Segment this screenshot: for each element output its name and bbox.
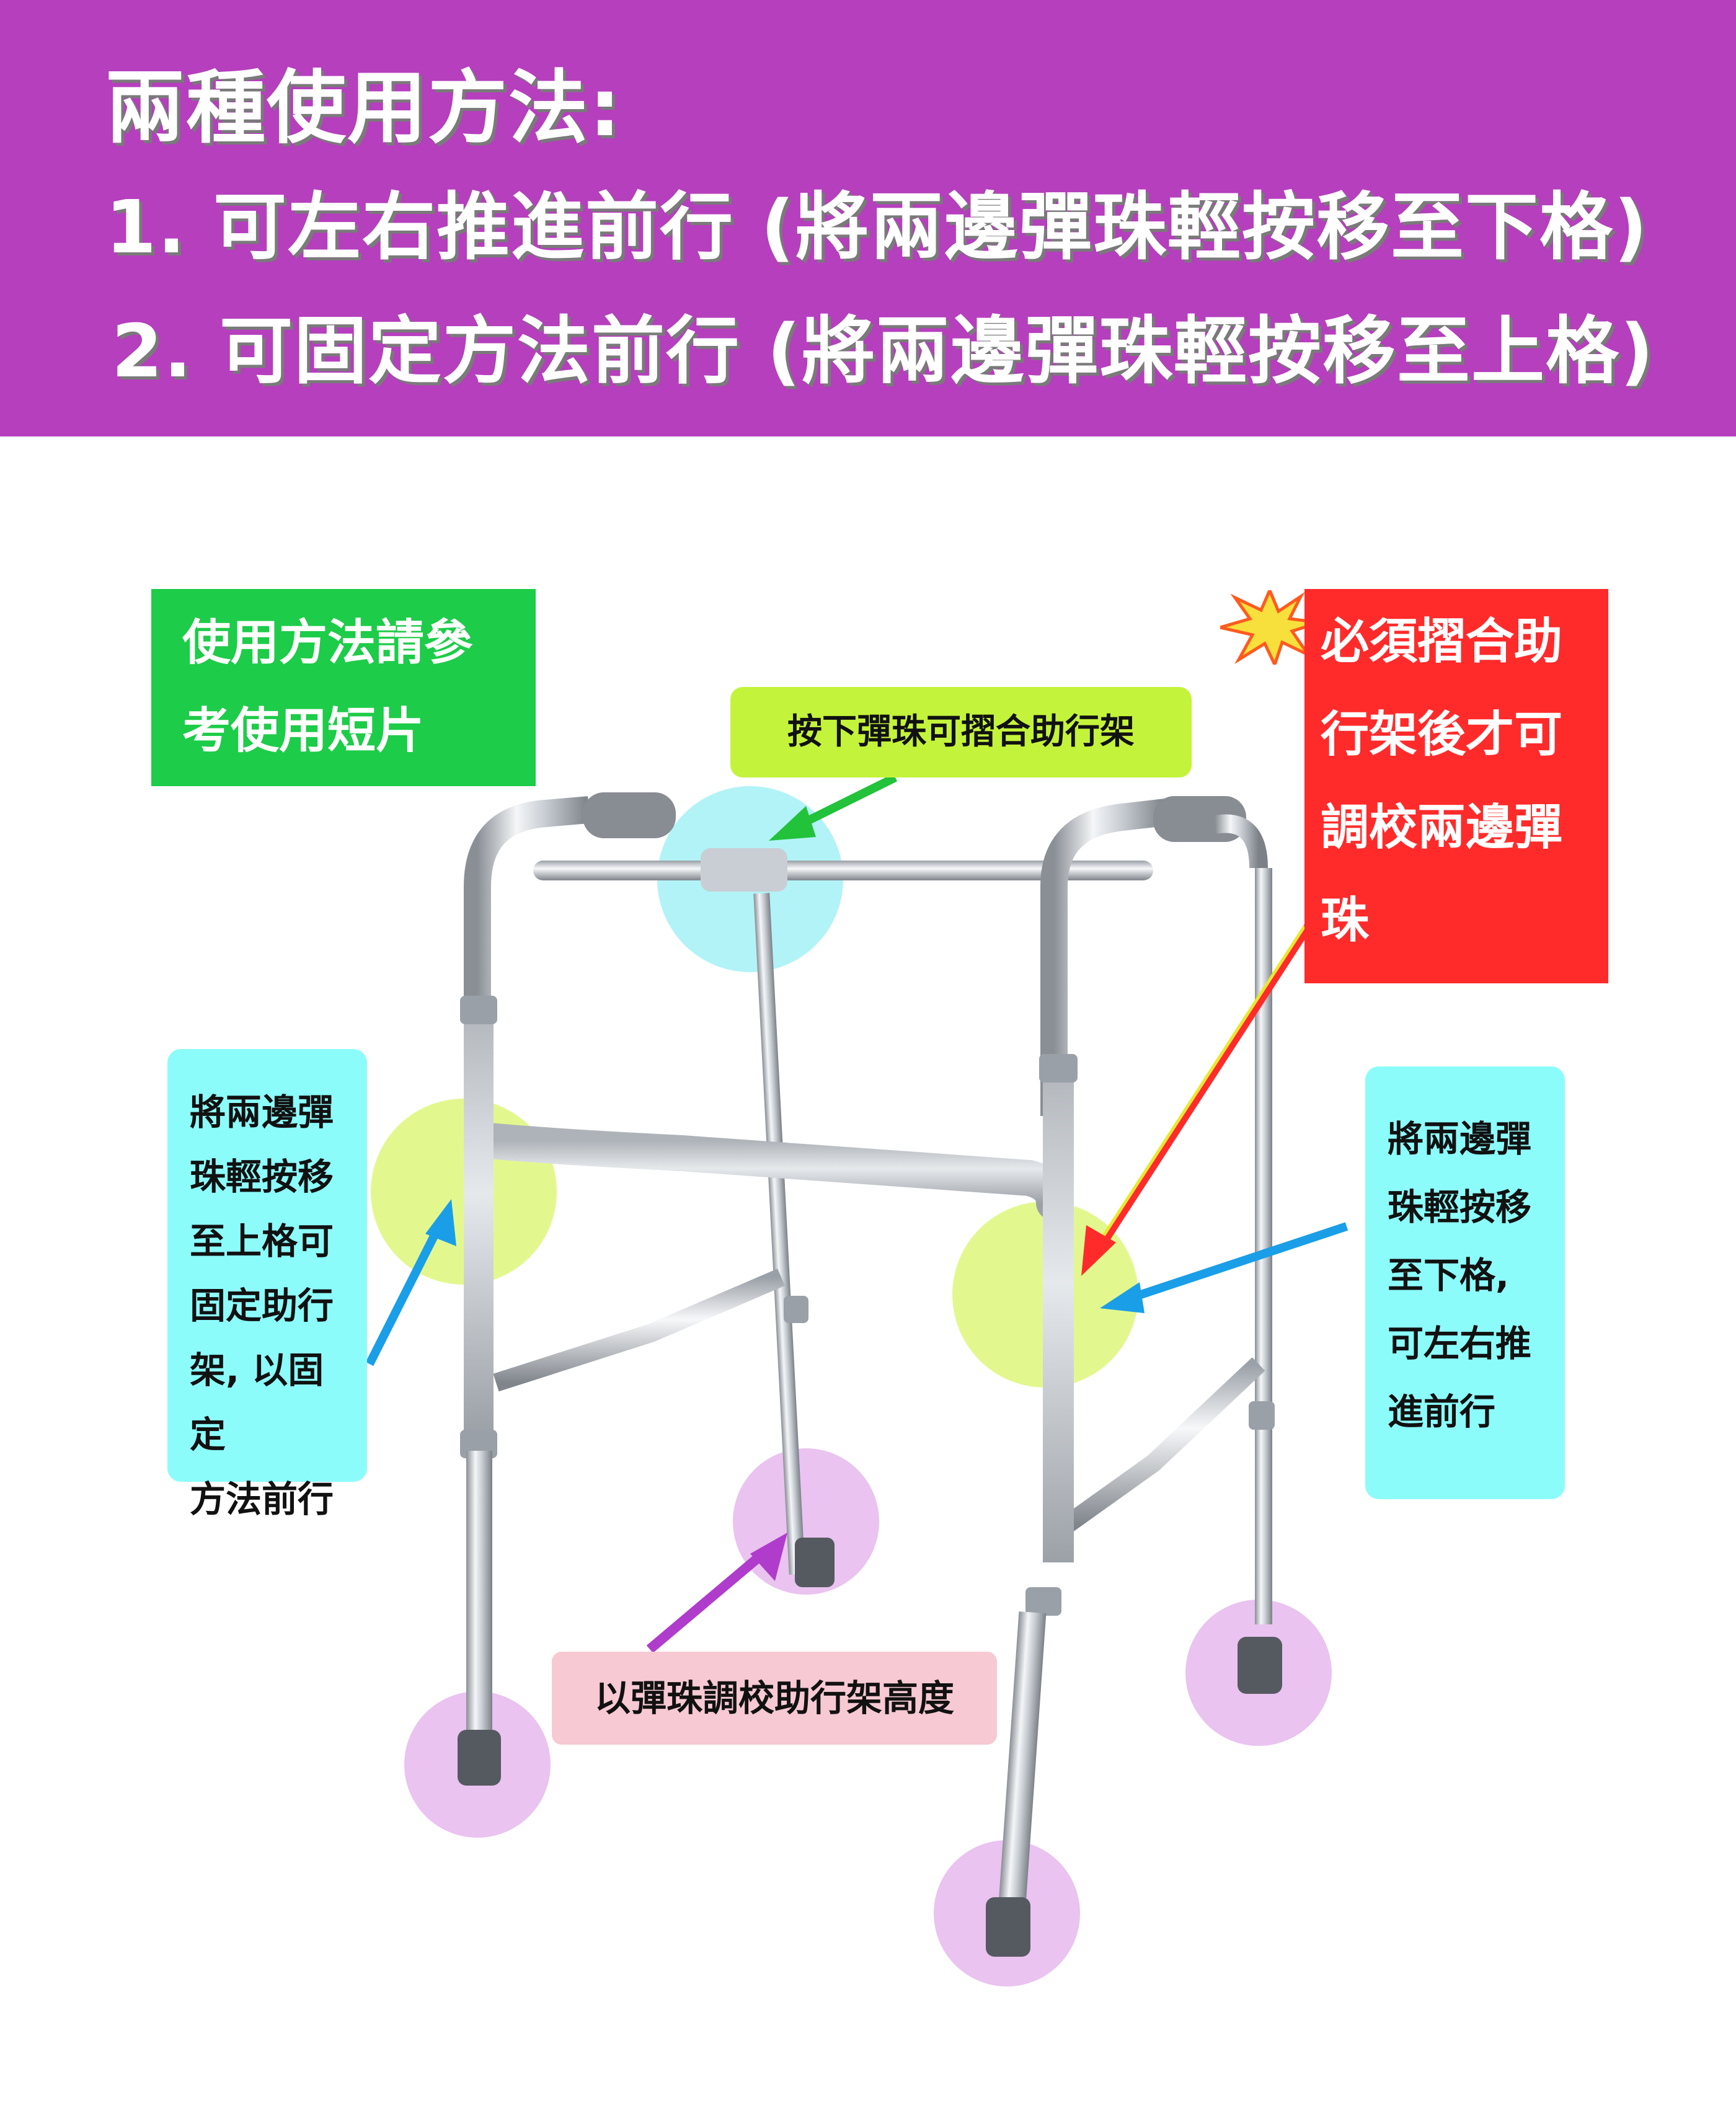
warning-line: 珠: [1321, 893, 1370, 949]
fold-button-label: 按下彈珠可摺合助行架: [730, 687, 1192, 777]
push-mode-line: 將兩邊彈: [1388, 1118, 1532, 1160]
header-method-1: 1. 可左右推進前行 (將兩邊彈珠輕按移至下格): [105, 184, 1649, 270]
video-note-line: 使用方法請參: [182, 615, 473, 671]
push-mode-line: 進前行: [1388, 1391, 1496, 1433]
push-mode-box: 將兩邊彈 珠輕按移 至下格, 可左右推 進前行: [1365, 1066, 1565, 1499]
fixed-mode-line: 方法前行: [190, 1478, 334, 1520]
fixed-mode-line: 固定助行: [190, 1285, 334, 1327]
pointer-arrow-icon: [365, 773, 1348, 1654]
header-banner: 兩種使用方法: 1. 可左右推進前行 (將兩邊彈珠輕按移至下格) 2. 可固定方…: [0, 0, 1736, 436]
height-adjust-label: 以彈珠調校助行架高度: [552, 1652, 997, 1745]
fixed-mode-line: 珠輕按移: [190, 1156, 334, 1198]
video-note-box: 使用方法請參 考使用短片: [151, 589, 536, 786]
fixed-mode-box: 將兩邊彈 珠輕按移 至上格可 固定助行 架, 以固定 方法前行: [167, 1049, 367, 1520]
push-mode-line: 珠輕按移: [1388, 1186, 1532, 1228]
push-mode-line: 可左右推: [1388, 1322, 1532, 1365]
starburst-icon: [1220, 590, 1319, 665]
header-title: 兩種使用方法:: [105, 62, 622, 154]
header-method-2: 2. 可固定方法前行 (將兩邊彈珠輕按移至上格): [112, 308, 1655, 394]
warning-box: 必須摺合助 行架後才可 調校兩邊彈 珠: [1304, 589, 1608, 983]
push-mode-line: 至下格,: [1388, 1254, 1510, 1296]
warning-line: 行架後才可: [1321, 707, 1563, 763]
warning-line: 必須摺合助: [1321, 614, 1563, 670]
fixed-mode-line: 將兩邊彈: [190, 1091, 334, 1133]
warning-line: 調校兩邊彈: [1321, 800, 1563, 856]
video-note-line: 考使用短片: [182, 703, 425, 759]
fixed-mode-line: 架, 以固定: [190, 1349, 324, 1456]
fixed-mode-line: 至上格可: [190, 1220, 334, 1262]
